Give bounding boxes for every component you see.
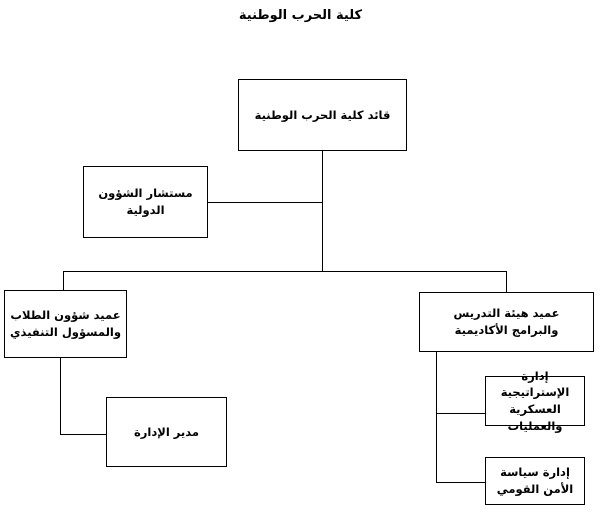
connector-left-sub-vertical [60, 358, 61, 434]
org-box-student-affairs-dean: عميد شؤون الطلاب والمسؤول التنفيذي [4, 290, 127, 358]
org-box-advisor-label-line2: الدولية [126, 203, 165, 217]
connector-policy [436, 482, 485, 483]
org-box-administration-director: مدير الإدارة [106, 397, 227, 467]
org-box-faculty-dean: عميد هيئة التدريس والبرامج الأكاديمية [419, 292, 594, 352]
connector-commander-drop [322, 151, 323, 271]
org-box-international-affairs-advisor: مستشار الشؤون الدولية [83, 166, 208, 238]
org-box-commander: قائد كلية الحرب الوطنية [238, 79, 407, 151]
chart-title: كلية الحرب الوطنية [238, 8, 363, 23]
org-box-left-dean-label-line2: والمسؤول التنفيذي [10, 325, 121, 339]
org-box-policy-label-line1: إدارة سياسة [500, 465, 570, 480]
connector-main-horizontal [63, 271, 507, 272]
org-box-military-strategy-dept: إدارة الإستراتيجية العسكرية والعمليات [485, 369, 585, 433]
org-box-policy-label-line2: الأمن القومي [496, 482, 574, 496]
connector-manager [60, 434, 106, 435]
connector-right-sub-vertical [436, 352, 437, 482]
org-box-left-dean-label-line1: عميد شؤون الطلاب [10, 308, 121, 323]
org-box-strategy-label-line2: العسكرية والعمليات [507, 402, 563, 433]
connector-left-drop [63, 271, 64, 290]
org-box-right-dean-label-line1: عميد هيئة التدريس [453, 306, 560, 321]
connector-right-drop [506, 271, 507, 292]
connector-advisor [208, 202, 322, 203]
org-box-manager-label: مدير الإدارة [134, 424, 199, 439]
org-box-national-security-policy-dept: إدارة سياسة الأمن القومي [485, 457, 585, 505]
org-box-right-dean-label-line2: والبرامج الأكاديمية [454, 323, 559, 337]
org-box-commander-label: قائد كلية الحرب الوطنية [254, 107, 391, 122]
org-box-advisor-label-line1: مستشار الشؤون [98, 186, 193, 201]
org-box-strategy-label-line1: إدارة الإستراتيجية [500, 368, 570, 400]
connector-strategy [436, 413, 485, 414]
